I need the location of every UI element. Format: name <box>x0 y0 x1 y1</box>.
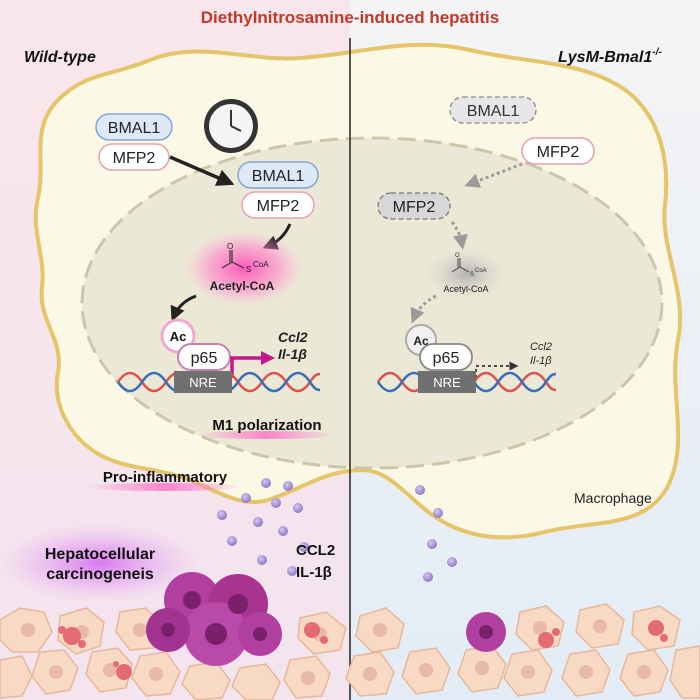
p65-box-left <box>177 343 231 371</box>
bmal1-absent-box <box>449 96 537 124</box>
bmal1-cyto-box <box>95 113 173 141</box>
p65-label-right: p65 <box>433 350 460 367</box>
hepatocyte-nuclei <box>21 623 327 685</box>
gene-ccl2-left: Ccl2 <box>278 329 308 345</box>
sulfur-label-right: S <box>470 272 474 278</box>
arrow-to-acetylation <box>170 294 197 322</box>
pro-inflammatory-label: Pro-inflammatory <box>103 469 228 486</box>
ccl2-protein-label: CCL2 <box>296 542 335 559</box>
arrow-dashed-to-acetyl <box>450 221 468 250</box>
oxygen-label-left: O <box>227 242 233 251</box>
hepatocyte-nuclei-right <box>363 619 651 681</box>
arrow-dashed-to-acetylation <box>410 294 437 324</box>
bmal1-cyto-label: BMAL1 <box>108 120 161 137</box>
nre-box-left <box>174 371 232 393</box>
panel-label-wild-type: Wild-type <box>24 49 96 66</box>
ac-label-right: Ac <box>413 334 429 348</box>
nre-label-left: NRE <box>189 375 217 390</box>
mfp2-cyto-box-right <box>521 137 595 165</box>
bmal1-nuc-box <box>237 161 319 189</box>
damaged-hepatocytes-right <box>538 620 668 648</box>
bmal1-absent-label: BMAL1 <box>467 103 520 120</box>
tumor-cell-right <box>466 612 506 652</box>
arrow-nuclear-import <box>169 155 235 186</box>
transcription-arrow-right <box>475 361 519 378</box>
gene-il1b-right: Il-1β <box>530 355 552 367</box>
mfp2-cyto-label-right: MFP2 <box>537 144 580 161</box>
ac-label-left: Ac <box>170 329 187 344</box>
coa-small-label-right: CoA <box>475 268 487 274</box>
mfp2-nuc-label: MFP2 <box>257 198 300 215</box>
gene-ccl2-right: Ccl2 <box>530 341 552 353</box>
acetyl-coa-structure <box>221 250 245 269</box>
gene-il1b-left: Il-1β <box>278 346 307 362</box>
acetyl-coa-glow-right <box>426 248 506 300</box>
nre-label-right: NRE <box>433 375 461 390</box>
tumor-cluster-left <box>146 572 282 666</box>
acetyl-coa-structure-right <box>451 258 470 273</box>
mfp2-nuc-box-right <box>377 192 451 220</box>
nuclear-envelope <box>80 136 664 470</box>
oxygen-label-right: O <box>455 253 460 259</box>
bmal1-nuc-label: BMAL1 <box>252 168 305 185</box>
m1-underline <box>196 431 336 439</box>
nucleus <box>82 138 662 468</box>
damaged-hepatocytes-left <box>58 622 328 680</box>
p65-box-right <box>419 343 473 371</box>
pro-inflammatory-underline <box>87 483 243 491</box>
hcc-label-line2: carcinogeneis <box>46 566 154 583</box>
mfp2-cyto-box <box>98 143 170 171</box>
nre-box-right <box>418 371 476 393</box>
cytokine-dots-right <box>415 485 457 582</box>
coa-small-label-left: CoA <box>253 260 269 269</box>
acetyl-coa-label-right: Acetyl-CoA <box>443 284 488 294</box>
hcc-label-line1: Hepatocellular <box>45 546 155 563</box>
sulfur-label-left: S <box>246 265 251 274</box>
mfp2-cyto-label: MFP2 <box>113 150 156 167</box>
diagram-title: Diethylnitrosamine-induced hepatitis <box>201 8 500 27</box>
clock-icon <box>204 99 258 153</box>
mfp2-nuc-box <box>241 191 315 219</box>
il1b-protein-label: IL-1β <box>296 564 332 581</box>
panel-label-knockout: LysM-Bmal1-/- <box>558 47 662 66</box>
hcc-glow <box>0 523 200 603</box>
m1-polarization-label: M1 polarization <box>212 417 321 434</box>
macrophage-label: Macrophage <box>574 490 652 506</box>
mfp2-nuc-label-right: MFP2 <box>393 199 436 216</box>
acetyl-coa-label-left: Acetyl-CoA <box>210 279 275 293</box>
p65-label-left: p65 <box>191 350 218 367</box>
